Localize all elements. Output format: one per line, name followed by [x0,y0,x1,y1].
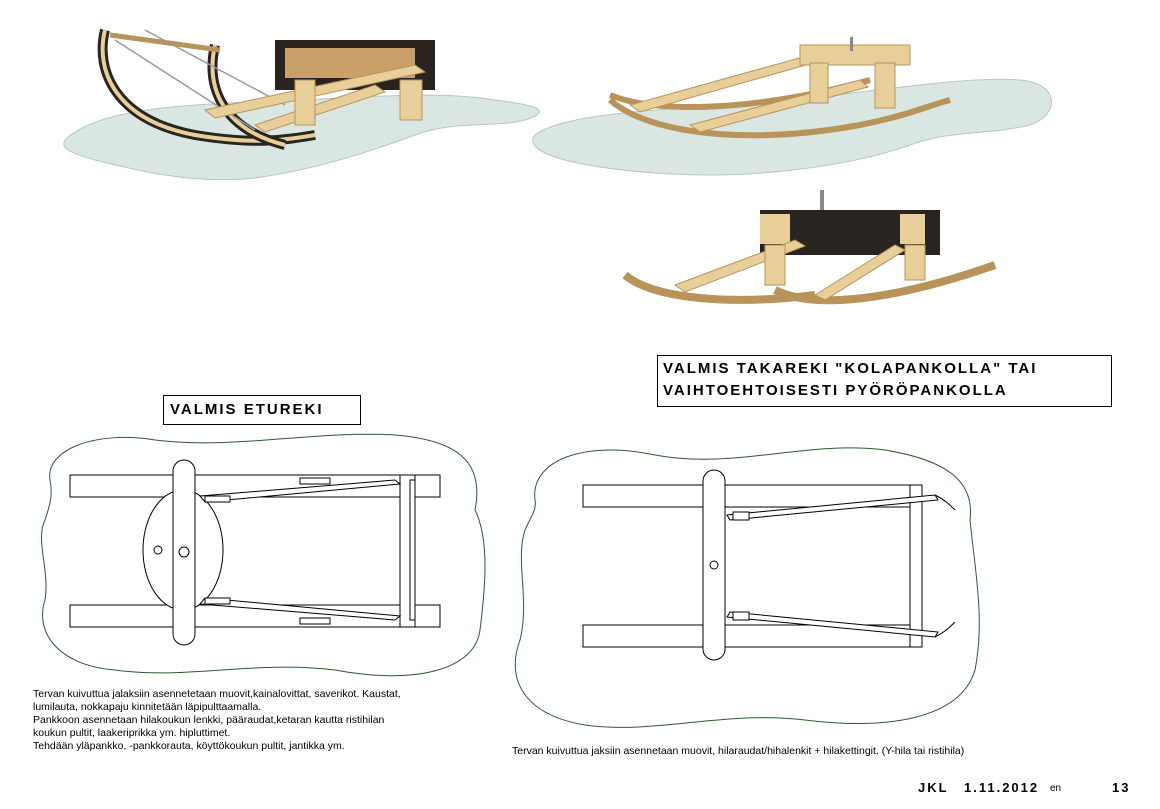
rear-sled-plan [514,447,980,728]
front-sled-title-text: VALMIS ETUREKI [170,401,324,418]
rear-sled-title-line1: VALMIS TAKAREKI "KOLAPANKOLLA" TAI [663,360,1038,377]
rear-sled-render [532,37,1052,176]
front-caption-line-1: Tervan kuivuttua jalaksiin asennetetaan … [33,688,401,700]
plan-outline [41,433,486,677]
footer-date: 1.11.2012 [964,780,1040,795]
page-number: 13 [1112,780,1131,795]
rear-caption-line: Tervan kuivuttua jaksiin asennetaan muov… [512,745,965,757]
front-caption-line-3: Pankkoon asennetaan hilakoukun lenkki, p… [33,714,385,726]
rear-sled-bolster-render [622,190,997,305]
front-sled-render [63,28,540,181]
rear-sled-caption: Tervan kuivuttua jaksiin asennetaan muov… [512,745,1032,758]
front-sled-plan [41,433,486,677]
plan-outline [514,447,980,728]
footer-lang: en [1050,783,1062,794]
rear-sled-title-line2: VAIHTOEHTOISESTI PYÖRÖPANKOLLA [663,382,1008,399]
rear-sled-title: VALMIS TAKAREKI "KOLAPANKOLLA" TAI VAIHT… [657,355,1112,407]
front-sled-caption: Tervan kuivuttua jalaksiin asennetetaan … [33,688,463,753]
front-sled-title: VALMIS ETUREKI [163,395,361,425]
front-caption-line-4: koukun pultit, laakeriprikka ym. hiplutt… [33,727,231,739]
glass-shadow [532,78,1052,176]
front-caption-line-5: Tehdään yläpankko, -pankkorauta, köyttök… [33,740,345,752]
front-caption-line-2: lumilauta, nokkapaju kinnitetään läpipul… [33,701,262,713]
footer-author: JKL [918,780,949,795]
